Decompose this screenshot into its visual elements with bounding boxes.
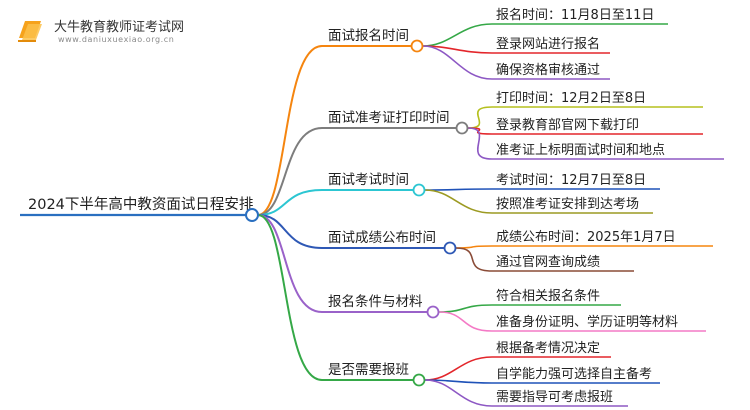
site-logo: 大牛教育教师证考试网 www.daniuxuexiao.org.cn: [16, 12, 226, 48]
leaf-connector: [424, 356, 493, 381]
logo-title: 大牛教育教师证考试网: [54, 20, 185, 35]
leaf-connector: [467, 127, 493, 160]
branch-node: [455, 121, 469, 135]
branch-connector: [257, 214, 323, 313]
leaf-label: 打印时间：12月2日至8日: [496, 91, 646, 106]
branch-label: 面试准考证打印时间: [328, 109, 450, 126]
branch-label: 面试考试时间: [328, 172, 409, 188]
leaf-connector: [422, 23, 493, 47]
leaf-label: 考试时间：12月7日至8日: [496, 173, 646, 188]
branch-label: 报名条件与材料: [328, 293, 423, 310]
leaf-label: 需要指导可考虑报班: [496, 390, 613, 405]
leaf-connector: [424, 188, 493, 191]
leaf-label: 报名时间：11月8日至11日: [496, 7, 654, 23]
branch-label: 是否需要报班: [328, 362, 409, 378]
branch-label: 面试报名时间: [328, 28, 409, 44]
leaf-connector: [438, 311, 493, 332]
book-logo-icon: [18, 21, 42, 42]
leaf-label: 准考证上标明面试时间和地点: [496, 143, 665, 158]
branch-node: [426, 305, 440, 319]
branch-node: [412, 183, 426, 197]
branch-connector: [257, 214, 323, 249]
logo-url: www.daniuxuexiao.org.cn: [58, 35, 175, 44]
branch-label: 面试成绩公布时间: [328, 230, 436, 246]
branch-node: [410, 39, 424, 53]
leaf-label: 自学能力强可选择自主备考: [496, 366, 652, 382]
root-node: [245, 208, 259, 222]
leaf-connector: [424, 379, 493, 407]
leaf-label: 确保资格审核通过: [496, 62, 600, 78]
leaf-label: 通过官网查询成绩: [496, 254, 600, 270]
leaf-connector: [467, 106, 493, 129]
leaf-connector: [424, 189, 493, 214]
leaf-label: 成绩公布时间：2025年1月7日: [496, 230, 676, 245]
leaf-connector: [455, 247, 493, 272]
leaf-label: 符合相关报名条件: [496, 288, 600, 304]
leaf-label: 登录网站进行报名: [496, 36, 600, 52]
leaf-label: 登录教育部官网下载打印: [496, 117, 639, 133]
leaf-label: 准备身份证明、学历证明等材料: [496, 314, 678, 330]
root-label: 2024下半年高中教资面试日程安排: [28, 196, 253, 213]
branch-node: [412, 373, 426, 387]
leaf-connector: [422, 45, 493, 80]
branch-connector: [257, 127, 323, 216]
branch-connector: [257, 45, 323, 216]
branch-connector: [257, 214, 323, 381]
branch-node: [443, 241, 457, 255]
leaf-label: 根据备考情况决定: [496, 340, 600, 356]
leaf-connector: [438, 304, 493, 313]
branch-connector: [257, 189, 323, 216]
leaf-label: 按照准考证安排到达考场: [496, 197, 639, 212]
